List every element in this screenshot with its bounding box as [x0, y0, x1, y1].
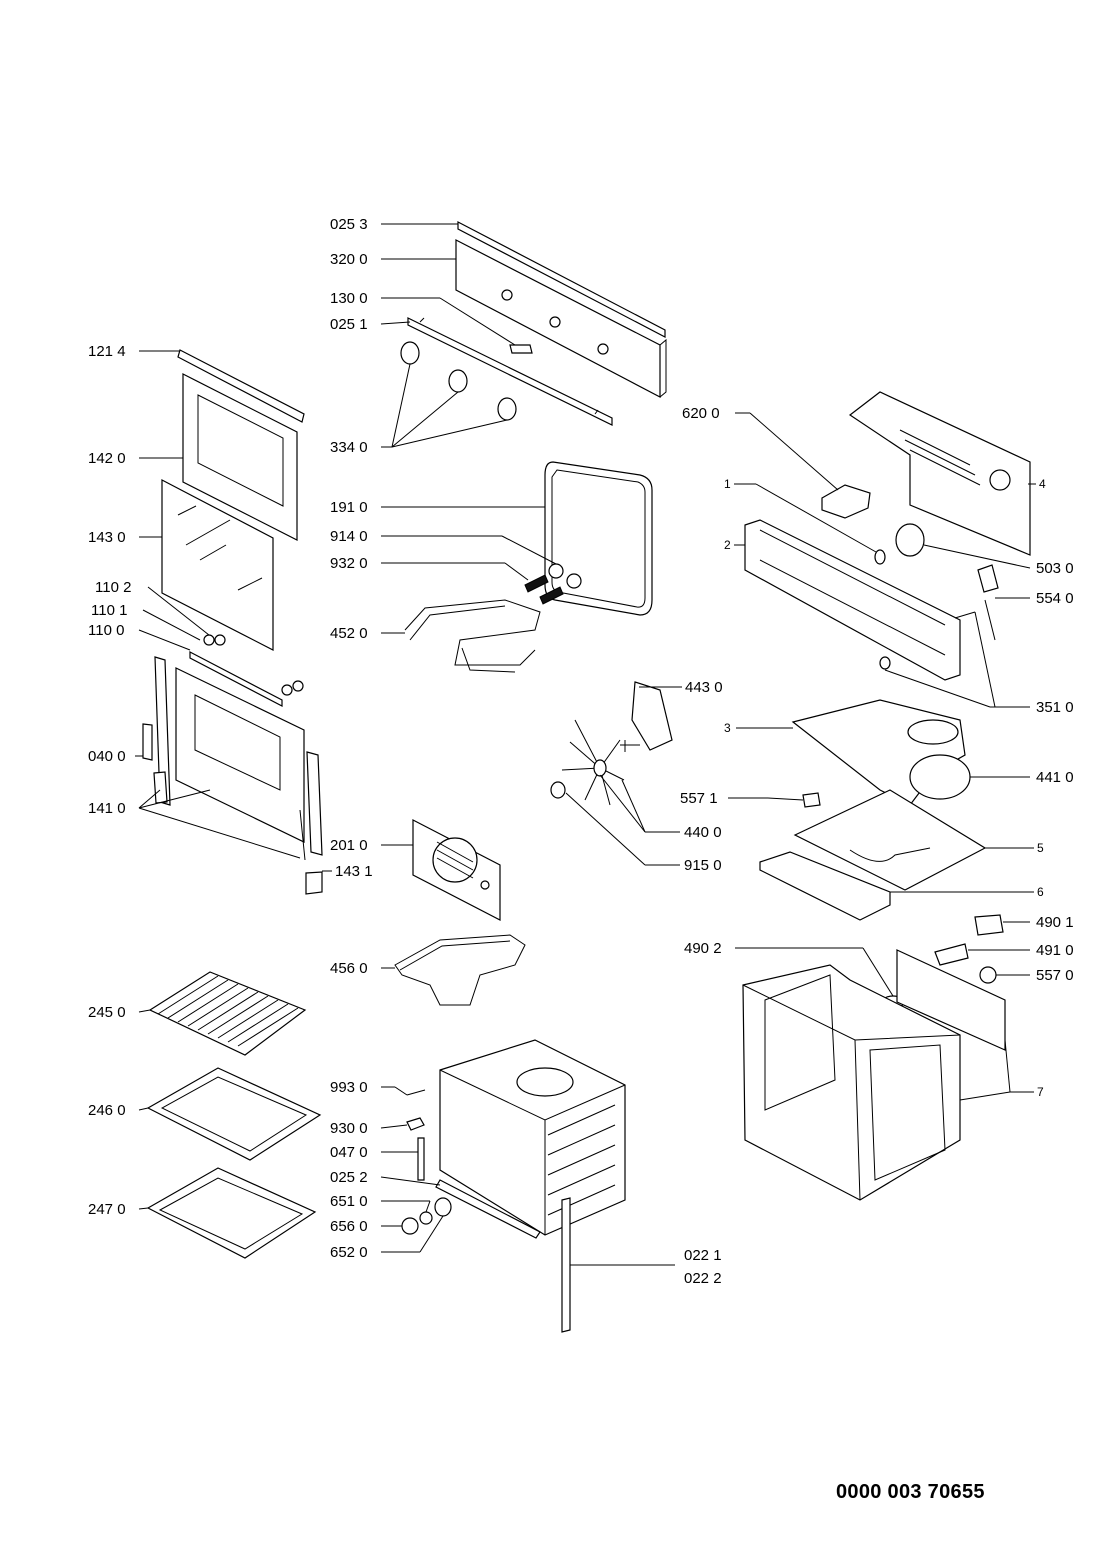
callout-labels: 025 3 320 0 130 0 025 1 121 4 334 0 142 … [88, 216, 1074, 1287]
callout-620-0: 620 0 [682, 405, 720, 422]
callout-025-2: 025 2 [330, 1169, 368, 1186]
callout-915-0: 915 0 [684, 857, 722, 874]
callout-025-1: 025 1 [330, 316, 368, 333]
callout-047-0: 047 0 [330, 1144, 368, 1161]
callout-557-0: 557 0 [1036, 967, 1074, 984]
callout-040-0: 040 0 [88, 748, 126, 765]
callout-351-0: 351 0 [1036, 699, 1074, 716]
door-group [142, 349, 323, 895]
callout-245-0: 245 0 [88, 1004, 126, 1021]
callout-557-1: 557 1 [680, 790, 718, 807]
document-number: 0000 003 70655 [836, 1481, 985, 1503]
callout-025-3: 025 3 [330, 216, 368, 233]
callout-143-0: 143 0 [88, 529, 126, 546]
electrical-group [742, 391, 1031, 1201]
callout-334-0: 334 0 [330, 439, 368, 456]
callout-130-0: 130 0 [330, 290, 368, 307]
bottom-element [394, 934, 526, 1006]
callout-441-0: 441 0 [1036, 769, 1074, 786]
upper-element-group [404, 461, 653, 673]
callout-2: 2 [724, 538, 731, 552]
callout-656-0: 656 0 [330, 1218, 368, 1235]
cavity-group [401, 1039, 626, 1333]
callout-142-0: 142 0 [88, 450, 126, 467]
callout-110-1: 110 1 [91, 602, 127, 619]
callout-652-0: 652 0 [330, 1244, 368, 1261]
callout-452-0: 452 0 [330, 625, 368, 642]
callout-554-0: 554 0 [1036, 590, 1074, 607]
callout-1: 1 [724, 477, 731, 491]
callout-022-1: 022 1 [684, 1247, 722, 1264]
rear-panel-group [412, 819, 501, 921]
leader-lines [135, 223, 1036, 1266]
callout-491-0: 491 0 [1036, 942, 1074, 959]
callout-651-0: 651 0 [330, 1193, 368, 1210]
callout-490-1: 490 1 [1036, 914, 1074, 931]
callout-320-0: 320 0 [330, 251, 368, 268]
control-panel-group [400, 221, 667, 426]
callout-141-0: 141 0 [88, 800, 126, 817]
callout-110-2: 110 2 [95, 579, 131, 596]
callout-5: 5 [1037, 841, 1044, 855]
callout-247-0: 247 0 [88, 1201, 126, 1218]
accessories-group [146, 971, 322, 1259]
callout-6: 6 [1037, 885, 1044, 899]
callout-022-2: 022 2 [684, 1270, 722, 1287]
callout-440-0: 440 0 [684, 824, 722, 841]
callout-993-0: 993 0 [330, 1079, 368, 1096]
callout-3: 3 [724, 721, 731, 735]
callout-456-0: 456 0 [330, 960, 368, 977]
callout-443-0: 443 0 [685, 679, 723, 696]
callout-7: 7 [1037, 1085, 1044, 1099]
callout-143-1: 143 1 [335, 863, 373, 880]
callout-246-0: 246 0 [88, 1102, 126, 1119]
fan-group [550, 681, 673, 806]
callout-932-0: 932 0 [330, 555, 368, 572]
callout-930-0: 930 0 [330, 1120, 368, 1137]
callout-201-0: 201 0 [330, 837, 368, 854]
callout-121-4: 121 4 [88, 343, 126, 360]
callout-503-0: 503 0 [1036, 560, 1074, 577]
callout-4: 4 [1039, 477, 1046, 491]
callout-490-2: 490 2 [684, 940, 722, 957]
callout-191-0: 191 0 [330, 499, 368, 516]
callout-110-0: 110 0 [88, 622, 124, 639]
callout-914-0: 914 0 [330, 528, 368, 545]
